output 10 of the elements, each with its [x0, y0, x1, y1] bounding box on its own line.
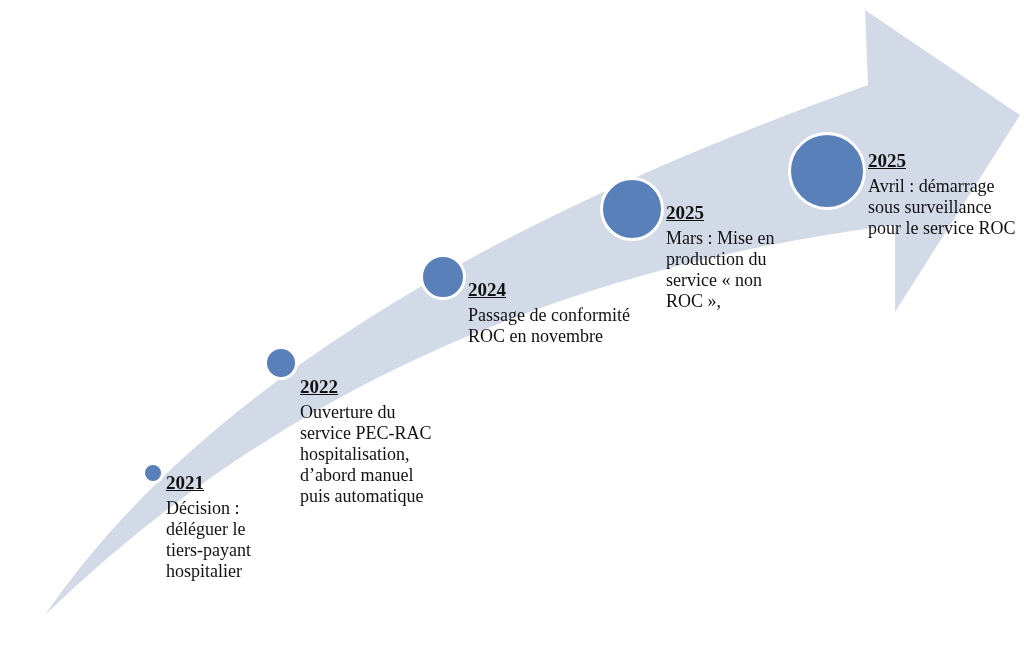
year-heading: 2024 — [468, 279, 506, 301]
milestone-text: Avril : démarrage sous surveillance pour le service ROC — [868, 176, 1017, 239]
year-heading: 2022 — [300, 376, 338, 398]
year-heading: 2025 — [666, 202, 704, 224]
milestone-text: Passage de conformité ROC en novembre — [468, 305, 631, 347]
milestone-text: Mars : Mise en production du service « non ROC », — [666, 228, 776, 312]
milestone-text: Décision : déléguer le tiers-payant hospitalier — [166, 498, 252, 582]
year-heading: 2021 — [166, 472, 204, 494]
year-heading: 2025 — [868, 150, 906, 172]
milestone-text: Ouverture du service PEC-RAC hospitalisation, d’abord manuel puis automatique — [300, 402, 433, 507]
